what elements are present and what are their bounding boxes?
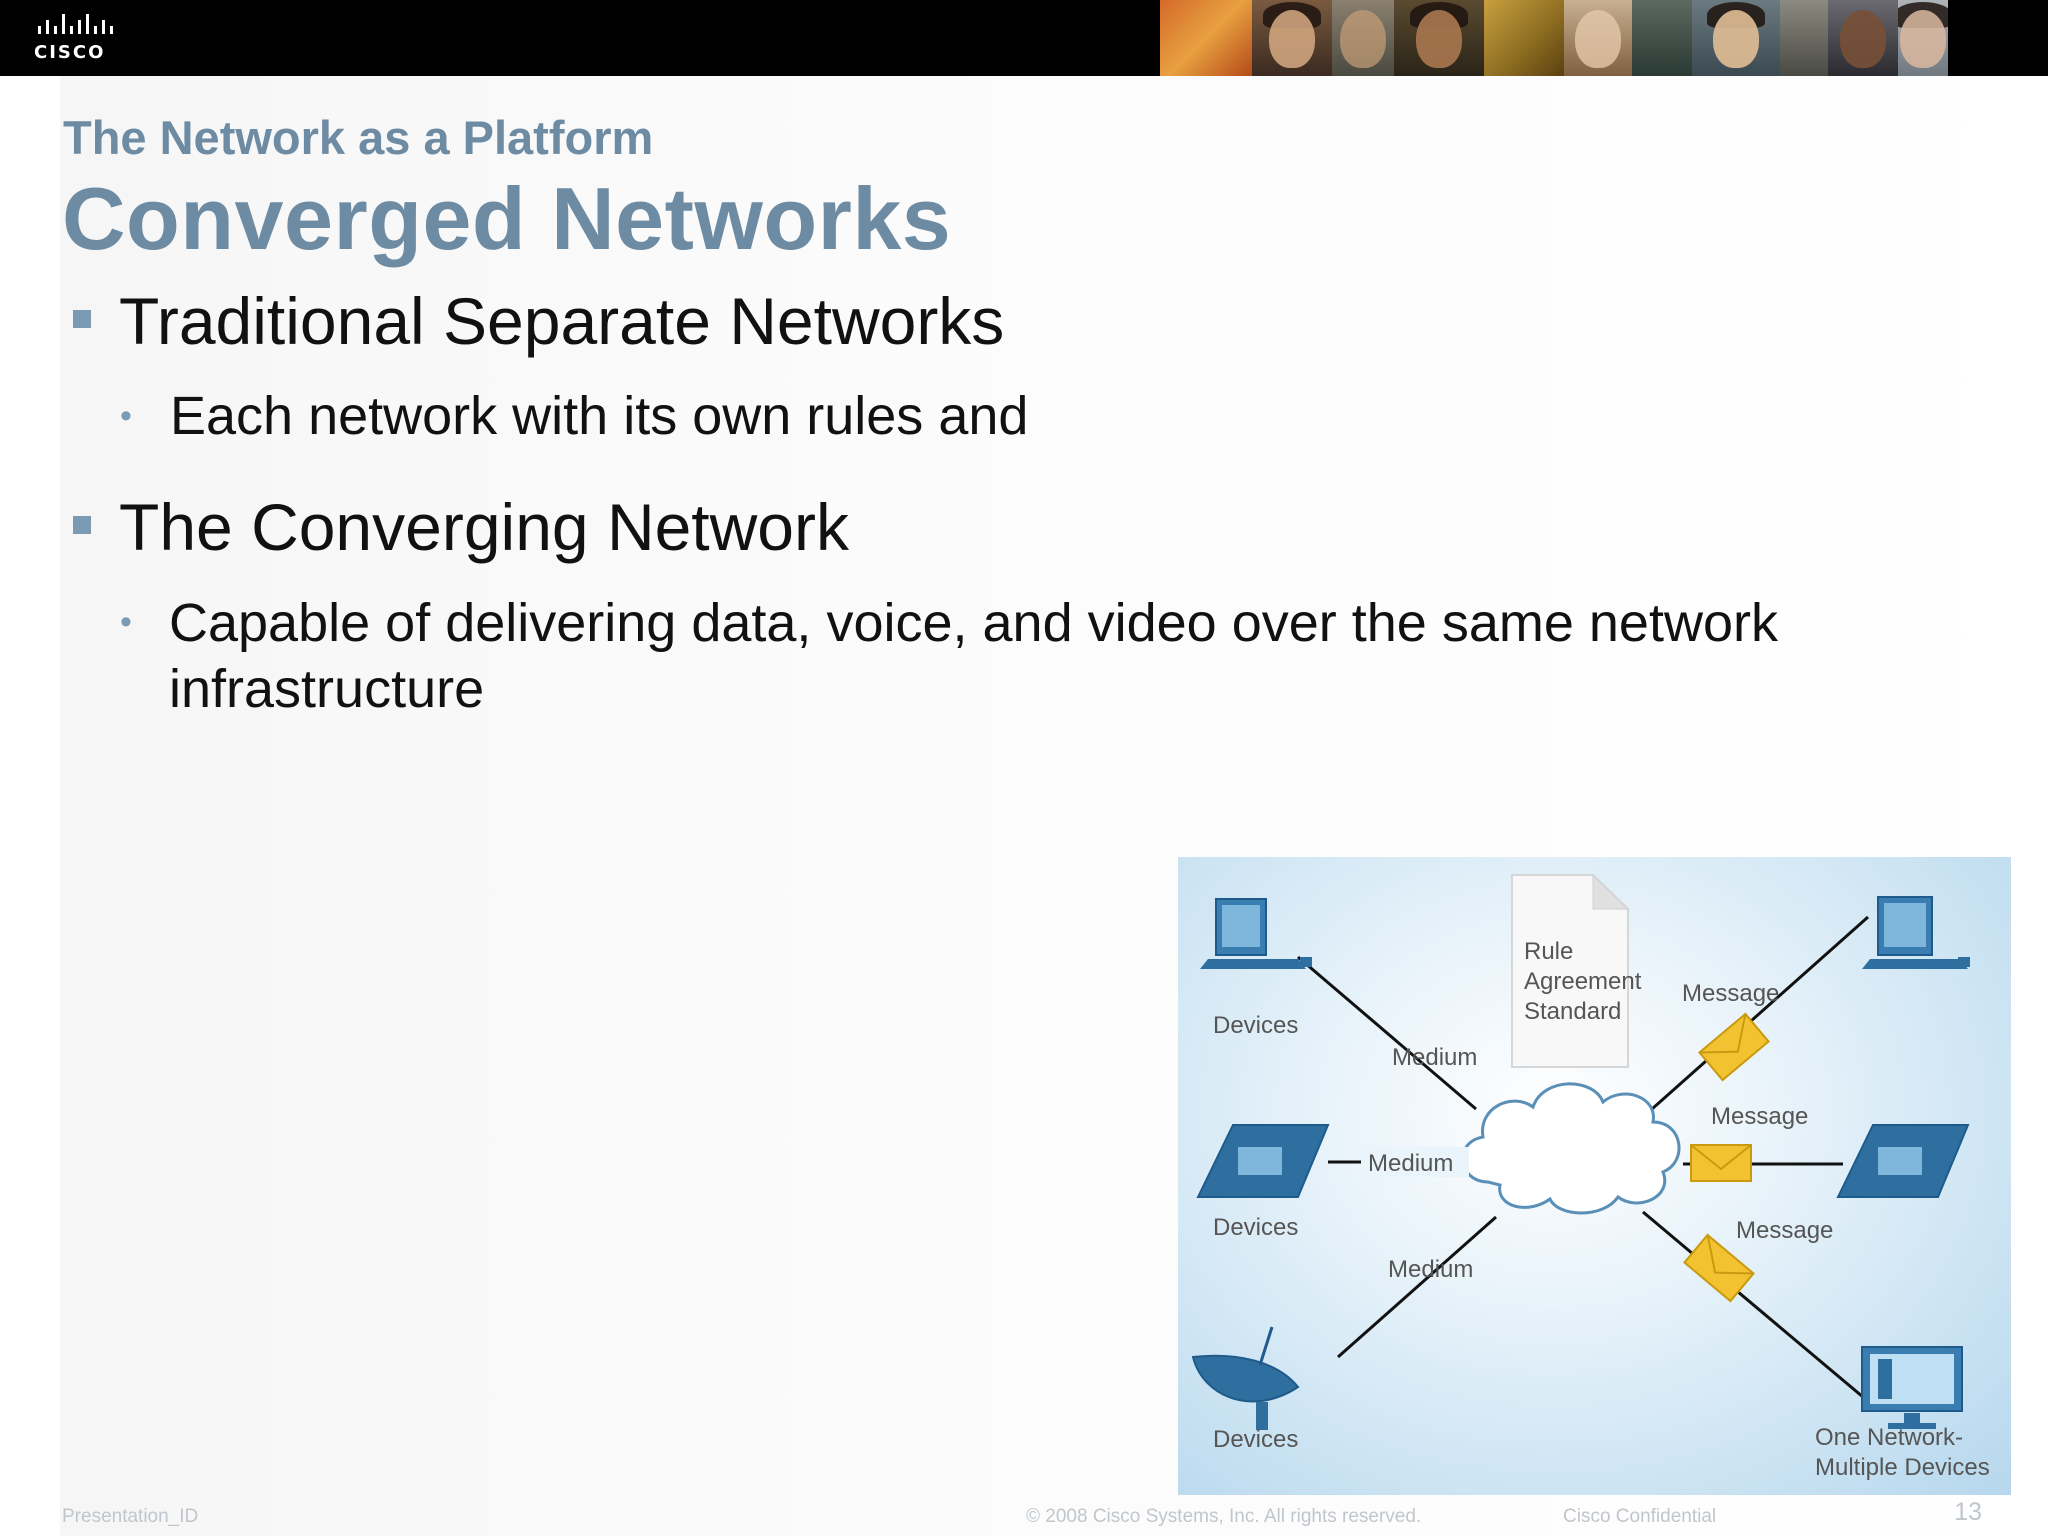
medium-label: Medium xyxy=(1388,1256,1473,1283)
computer-icon xyxy=(1862,896,1970,969)
rule-doc-line: Agreement xyxy=(1524,968,1642,995)
sub-bullet-text: Each network with its own rules and xyxy=(170,386,1029,446)
rule-doc-line: Rule xyxy=(1524,938,1573,965)
one-network-label: One Network- xyxy=(1815,1424,1963,1451)
envelope-icon xyxy=(1683,1233,1755,1303)
bullet-dot-icon: • xyxy=(120,397,132,435)
footer-presentation-id: Presentation_ID xyxy=(62,1506,199,1527)
devices-label: Devices xyxy=(1213,1214,1298,1241)
message-label: Message xyxy=(1682,980,1779,1007)
envelope-icon xyxy=(1698,1012,1770,1082)
photo-tile xyxy=(1160,0,1252,76)
medium-label: Medium xyxy=(1368,1150,1453,1177)
message-line xyxy=(1642,1210,1864,1399)
sub-bullet-text: Capable of delivering data, voice, and v… xyxy=(169,593,1778,653)
phone-icon xyxy=(1196,1124,1330,1198)
photo-tile xyxy=(1632,0,1692,76)
photo-tile xyxy=(1828,0,1898,76)
computer-icon xyxy=(1200,898,1312,969)
photo-tile xyxy=(1564,0,1632,76)
television-icon xyxy=(1861,1346,1963,1429)
page-number: 13 xyxy=(1954,1498,1982,1526)
photo-tile xyxy=(1898,0,1948,76)
bullet-text: The Converging Network xyxy=(119,490,849,564)
envelope-icon xyxy=(1690,1144,1752,1182)
cloud-icon xyxy=(1461,1082,1681,1215)
one-network-label: Multiple Devices xyxy=(1815,1454,1990,1481)
cisco-bars-icon xyxy=(38,14,113,34)
slide-subtitle: The Network as a Platform xyxy=(63,111,654,164)
footer-confidential: Cisco Confidential xyxy=(1563,1506,1717,1527)
medium-line xyxy=(1337,1215,1497,1359)
medium-label: Medium xyxy=(1392,1044,1477,1071)
label-backdrop xyxy=(1361,1147,1469,1177)
bullet-square-icon xyxy=(73,516,91,534)
message-line xyxy=(1642,915,1869,1119)
photo-tile xyxy=(1484,0,1564,76)
photo-tile xyxy=(1332,0,1394,76)
rule-document-icon xyxy=(1511,873,1630,1068)
photo-tile xyxy=(1692,0,1780,76)
medium-line xyxy=(1297,955,1477,1111)
bullet-text: Traditional Separate Networks xyxy=(119,284,1005,358)
bullet-dot-icon: • xyxy=(120,603,132,641)
devices-label: Devices xyxy=(1213,1426,1298,1453)
logo-wordmark: CISCO xyxy=(34,42,106,63)
header-bar: CISCO xyxy=(0,0,2048,76)
slide-title: Converged Networks xyxy=(62,169,952,268)
rule-doc-line: Standard xyxy=(1524,998,1621,1025)
sub-bullet-text: infrastructure xyxy=(169,659,485,719)
phone-icon xyxy=(1836,1124,1970,1198)
message-label: Message xyxy=(1711,1103,1808,1130)
bullet-square-icon xyxy=(73,310,91,328)
converged-network-diagram: Rule Agreement Standard Devices Devices … xyxy=(1178,857,2011,1495)
footer-copyright: © 2008 Cisco Systems, Inc. All rights re… xyxy=(1026,1506,1422,1527)
devices-label: Devices xyxy=(1213,1012,1298,1039)
satellite-dish-icon xyxy=(1191,1326,1300,1430)
photo-strip xyxy=(1160,0,2048,76)
message-label: Message xyxy=(1736,1217,1833,1244)
photo-tile xyxy=(1394,0,1484,76)
photo-tile xyxy=(1252,0,1332,76)
cisco-logo: CISCO xyxy=(34,14,124,64)
photo-tile xyxy=(1780,0,1828,76)
